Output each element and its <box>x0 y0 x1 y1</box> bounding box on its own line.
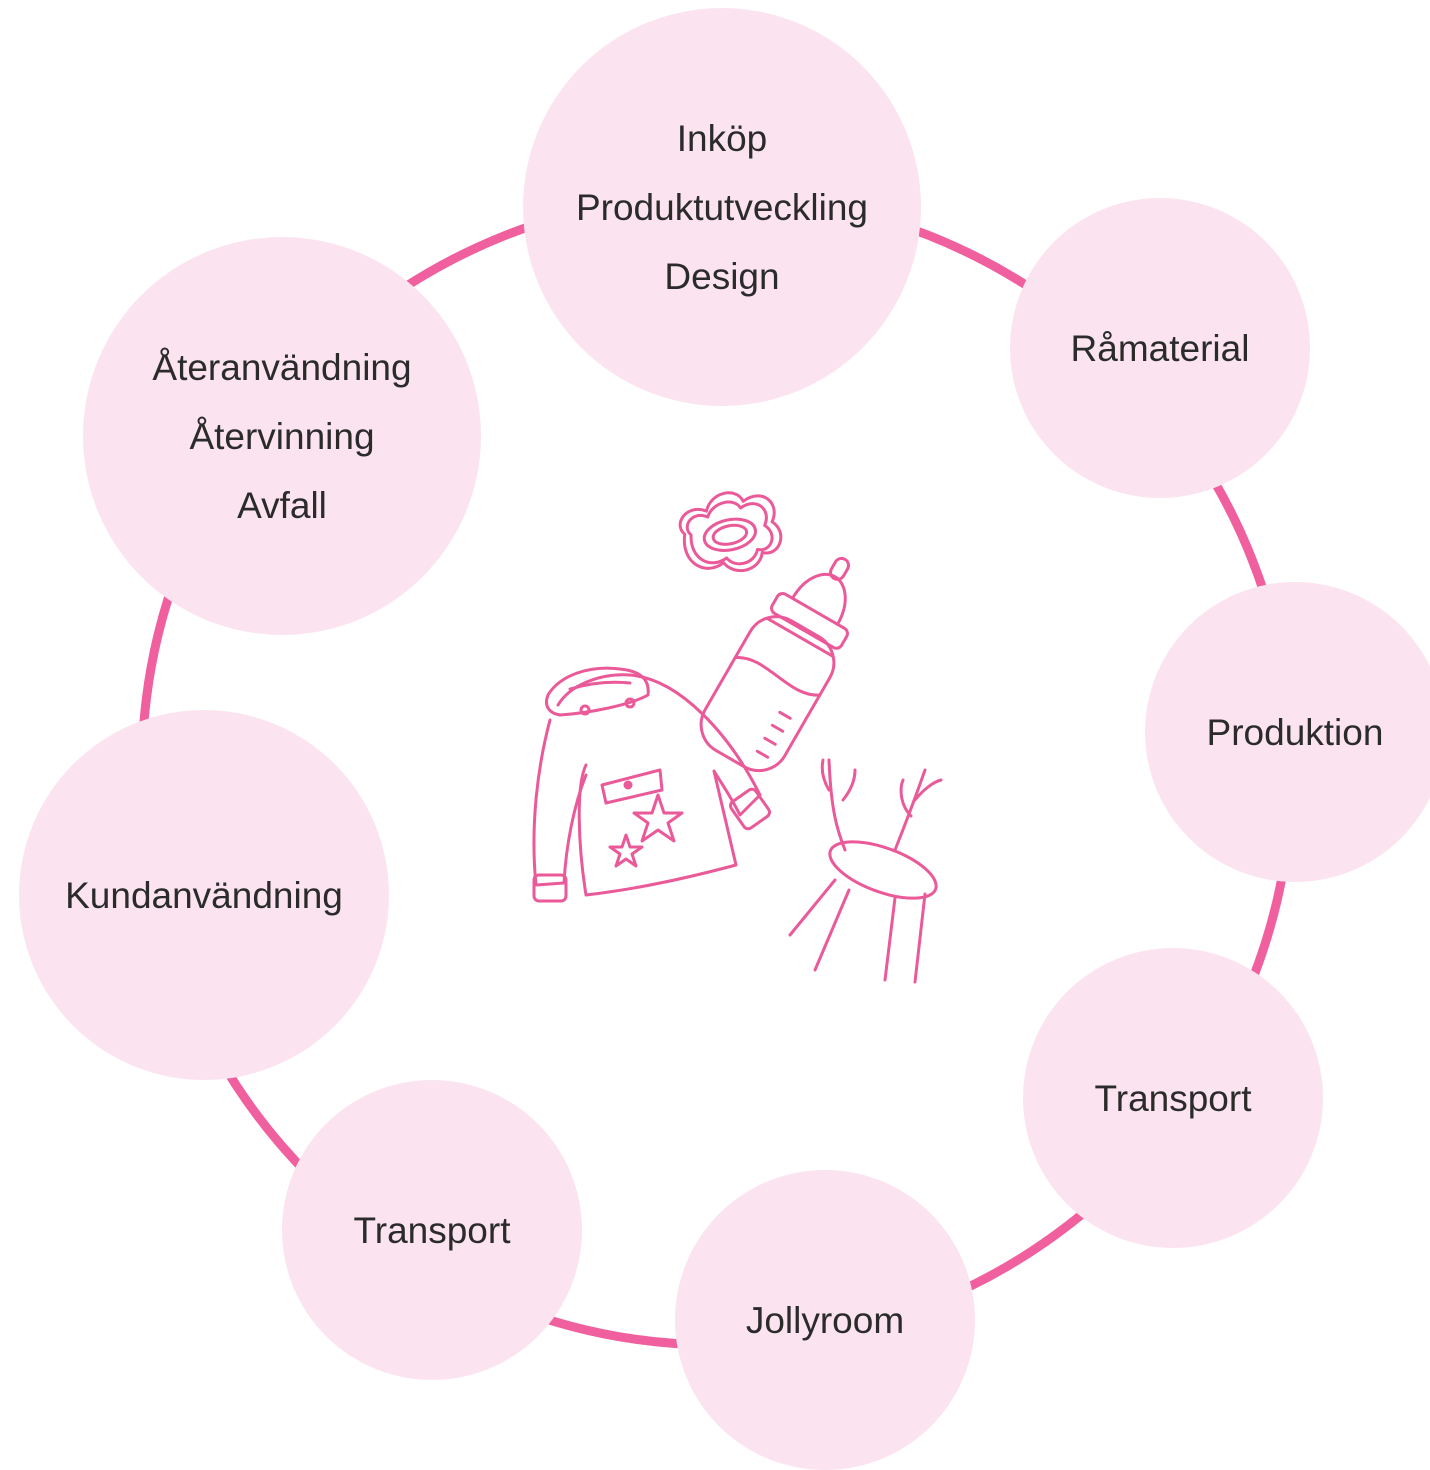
step-label: Design <box>664 255 780 297</box>
pacifier-icon <box>678 491 783 573</box>
step-node-reuse-recycling: Återanvändning Återvinning Avfall <box>83 237 481 635</box>
baby-jacket-icon <box>532 666 772 903</box>
step-node-transport-inbound: Transport <box>1023 948 1323 1248</box>
step-node-purchasing: Inköp Produktutveckling Design <box>523 8 921 406</box>
baby-products-illustration <box>532 491 943 984</box>
baby-bottle-icon <box>699 556 850 773</box>
step-label: Avfall <box>237 484 327 526</box>
step-node-transport-outbound: Transport <box>282 1080 582 1380</box>
reindeer-stool-icon <box>788 758 943 984</box>
step-label: Återanvändning <box>152 346 412 388</box>
step-label: Inköp <box>676 117 768 159</box>
step-node-jollyroom: Jollyroom <box>675 1170 975 1470</box>
step-label: Jollyroom <box>745 1299 905 1341</box>
step-label: Produktutveckling <box>575 186 869 228</box>
step-node-customer-use: Kundanvändning <box>19 710 389 1080</box>
step-node-raw-material: Råmaterial <box>1010 198 1310 498</box>
step-node-production: Produktion <box>1145 582 1430 882</box>
step-label: Råmaterial <box>1070 327 1250 369</box>
step-label: Kundanvändning <box>65 874 343 916</box>
step-label: Produktion <box>1206 711 1384 753</box>
step-label: Transport <box>353 1209 511 1251</box>
step-label: Återvinning <box>189 415 375 457</box>
step-label: Transport <box>1094 1077 1252 1119</box>
